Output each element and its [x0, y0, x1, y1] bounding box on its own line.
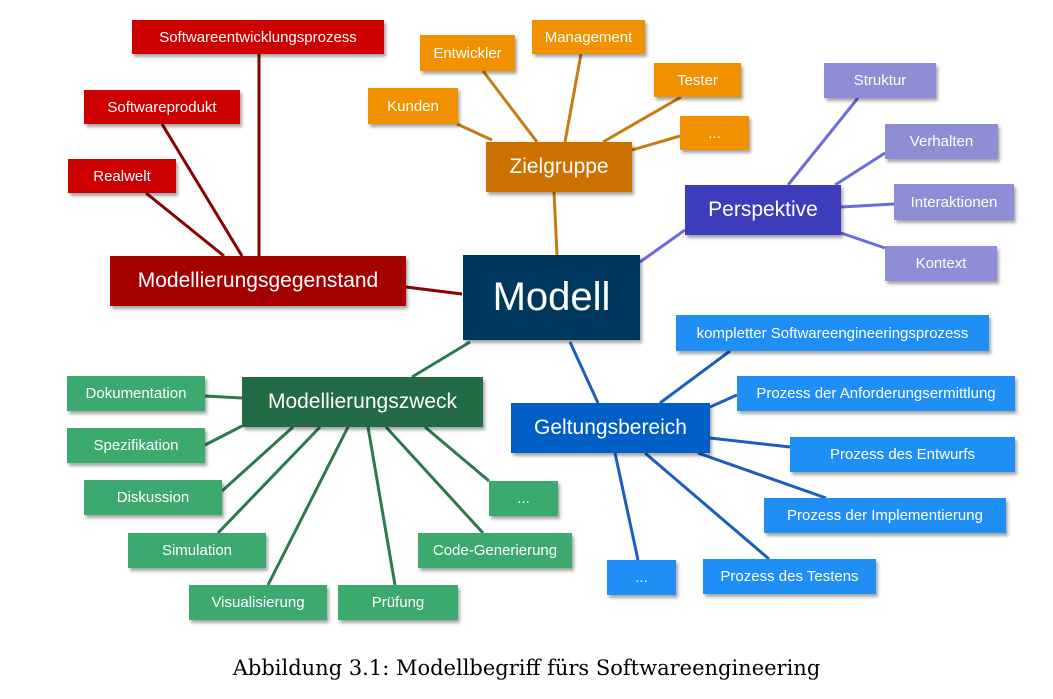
connector-line — [220, 425, 295, 493]
leaf-spezifikation: Spezifikation — [67, 428, 205, 463]
connector-line — [266, 426, 350, 586]
connector-line — [216, 425, 322, 535]
leaf-zielgruppe-more: ... — [680, 116, 749, 150]
connector-line — [405, 285, 463, 296]
leaf-prozess-des-testens: Prozess des Testens — [703, 559, 876, 594]
leaf-kontext: Kontext — [885, 246, 997, 281]
leaf-geltungsbereich-more: ... — [607, 560, 676, 595]
leaf-dokumentation: Dokumentation — [67, 376, 205, 411]
figure-caption: Abbildung 3.1: Modellbegriff fürs Softwa… — [232, 656, 821, 680]
node-modell: Modell — [463, 255, 640, 340]
leaf-diskussion: Diskussion — [84, 480, 222, 515]
leaf-visualisierung: Visualisierung — [189, 585, 327, 620]
connector-line — [840, 231, 886, 250]
leaf-verhalten: Verhalten — [885, 124, 998, 159]
connector-line — [631, 134, 681, 152]
connector-line — [456, 122, 493, 142]
connector-line — [709, 393, 738, 409]
connector-line — [411, 340, 471, 379]
connector-line — [204, 394, 243, 400]
connector-line — [384, 425, 485, 535]
connector-line — [644, 451, 770, 561]
connector-line — [786, 97, 860, 186]
connector-line — [613, 452, 640, 561]
node-geltungsbereich: Geltungsbereich — [511, 403, 710, 453]
connector-line — [563, 53, 583, 143]
connector-line — [366, 426, 397, 586]
leaf-softwareentwicklungsprozess: Softwareentwicklungsprozess — [132, 20, 384, 54]
node-zielgruppe: Zielgruppe — [486, 142, 632, 192]
node-modellierungszweck: Modellierungszweck — [242, 377, 483, 427]
leaf-softwareprodukt: Softwareprodukt — [84, 90, 240, 124]
connector-line — [697, 451, 827, 500]
leaf-simulation: Simulation — [128, 533, 266, 568]
leaf-kunden: Kunden — [368, 88, 458, 124]
leaf-code-generierung: Code-Generierung — [418, 533, 572, 568]
connector-line — [481, 70, 539, 143]
leaf-prozess-der-anforderungsermittlung: Prozess der Anforderungsermittlung — [737, 376, 1015, 411]
leaf-struktur: Struktur — [824, 63, 936, 98]
connector-line — [602, 95, 682, 144]
connector-line — [840, 202, 895, 209]
leaf-pruefung: Prüfung — [338, 585, 458, 620]
connector-line — [639, 228, 686, 264]
connector-line — [659, 349, 731, 405]
leaf-realwelt: Realwelt — [68, 159, 176, 193]
mind-map-diagram: Modell Modellierungsgegenstand Softwaree… — [67, 20, 1015, 620]
leaf-modellierungszweck-more: ... — [489, 481, 558, 516]
connector-line — [568, 341, 600, 404]
leaf-management: Management — [532, 20, 645, 54]
connector-line — [204, 424, 243, 447]
leaf-tester: Tester — [654, 63, 741, 97]
node-perspektive: Perspektive — [685, 185, 841, 235]
leaf-interaktionen: Interaktionen — [894, 184, 1014, 220]
connector-line — [160, 123, 244, 257]
connector-line — [834, 151, 886, 187]
leaf-entwickler: Entwickler — [420, 35, 515, 71]
connector-line — [424, 425, 490, 483]
node-modellierungsgegenstand: Modellierungsgegenstand — [110, 256, 406, 306]
leaf-prozess-der-implementierung: Prozess der Implementierung — [764, 498, 1006, 533]
connector-line — [709, 436, 791, 449]
leaf-prozess-des-entwurfs: Prozess des Entwurfs — [790, 437, 1015, 472]
connector-line — [145, 191, 225, 258]
leaf-kompletter-softwareengineeringsprozess: kompletter Softwareengineeringsprozess — [676, 315, 989, 351]
connector-line — [552, 191, 559, 256]
connector-lines — [145, 53, 895, 586]
